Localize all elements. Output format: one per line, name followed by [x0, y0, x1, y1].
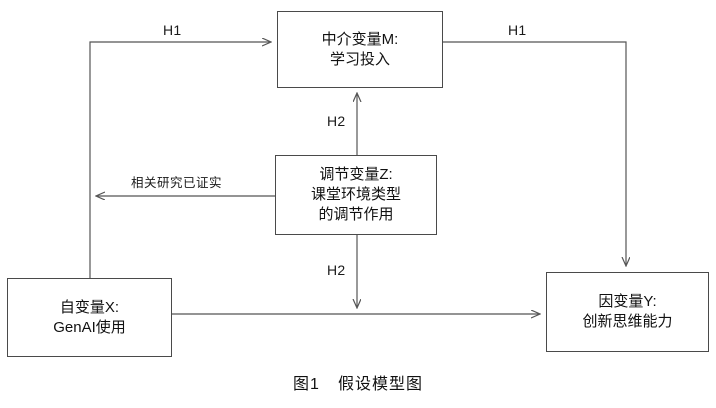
node-x-line2: GenAI使用: [53, 318, 126, 336]
node-x-line1: 自变量X:: [59, 298, 120, 316]
edge-label-h2-bottom: H2: [327, 262, 346, 278]
edge-label-proven-research: 相关研究已证实: [131, 176, 223, 190]
node-z-line1: 调节变量Z:: [319, 166, 393, 184]
figure-caption-title: 假设模型图: [337, 376, 423, 393]
node-y-line2: 创新思维能力: [582, 313, 673, 330]
node-y-line1: 因变量Y:: [598, 293, 657, 311]
node-independent-variable-x[interactable]: 自变量X: GenAI使用: [7, 278, 172, 357]
figure-caption: 图1 假设模型图: [0, 370, 716, 394]
node-z-line3: 的调节作用: [318, 205, 394, 223]
edge-label-h1-left: H1: [163, 22, 182, 38]
edge-x-to-m: [89, 42, 270, 278]
node-m-line2: 学习投入: [329, 50, 390, 68]
edge-m-to-y: [443, 41, 626, 265]
figure-caption-number: 图1: [293, 376, 320, 393]
node-z-line2: 课堂环境类型: [310, 186, 401, 204]
node-dependent-variable-y[interactable]: 因变量Y: 创新思维能力: [546, 272, 709, 352]
node-moderator-variable-z[interactable]: 调节变量Z: 课堂环境类型 的调节作用: [275, 155, 437, 235]
edge-label-h2-top: H2: [327, 113, 346, 129]
node-mediator-variable-m[interactable]: 中介变量M: 学习投入: [277, 11, 443, 88]
node-m-line1: 中介变量M:: [321, 30, 399, 48]
edge-label-h1-right: H1: [508, 22, 527, 38]
